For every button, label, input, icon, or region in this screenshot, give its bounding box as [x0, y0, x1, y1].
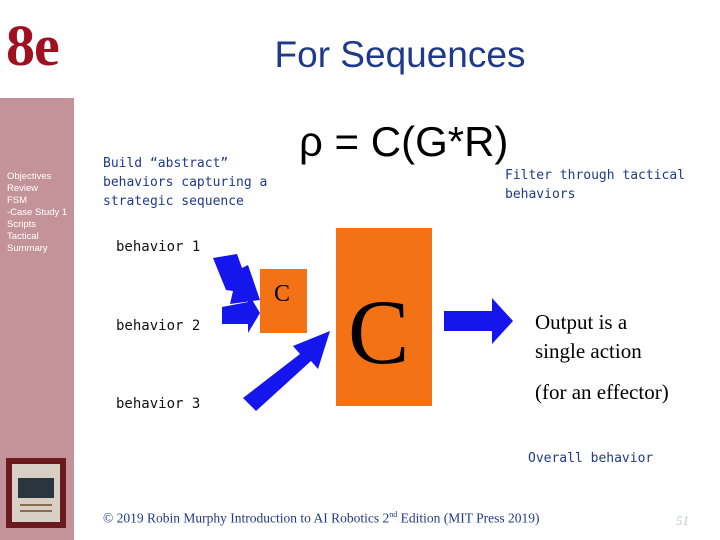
- sidebar-outline: Objectives Review FSM -Case Study 1 Scri…: [7, 171, 67, 255]
- behavior-3-label: behavior 3: [116, 396, 201, 412]
- effector-note: (for an effector): [535, 380, 669, 404]
- page-number: 51: [676, 513, 689, 528]
- slide-title: For Sequences: [274, 34, 526, 75]
- outline-item-scripts[interactable]: Scripts: [7, 219, 37, 230]
- arrow-behavior-1: [213, 254, 260, 304]
- outline-item-objectives[interactable]: Objectives: [7, 171, 52, 182]
- strategic-note: Build “abstract” behaviors capturing a s…: [103, 156, 268, 209]
- outline-item-review[interactable]: Review: [7, 183, 39, 194]
- overall-behavior-label: Overall behavior: [528, 451, 654, 466]
- edition-logo: 8e: [6, 13, 60, 78]
- coordinator-small-label: C: [274, 281, 291, 307]
- coordinator-big-label: C: [348, 281, 410, 383]
- book-cover-thumbnail: [6, 458, 66, 528]
- arrow-behavior-3: [243, 331, 330, 411]
- behavior-1-label: behavior 1: [116, 239, 201, 255]
- formula: ρ = C(G*R): [299, 118, 509, 165]
- arrow-behavior-2: [222, 293, 260, 333]
- arrow-output: [444, 298, 513, 344]
- coordinator-small-box: C: [260, 269, 307, 333]
- output-description: Output is a single action: [535, 310, 642, 363]
- logo-area: 8e: [0, 0, 74, 98]
- outline-item-case-study[interactable]: -Case Study 1: [7, 207, 68, 218]
- behavior-2-label: behavior 2: [116, 318, 201, 334]
- tactical-note: Filter through tactical behaviors: [505, 168, 686, 202]
- coordinator-big-box: C: [336, 228, 432, 406]
- outline-item-fsm[interactable]: FSM: [7, 195, 28, 206]
- outline-item-summary[interactable]: Summary: [7, 243, 48, 254]
- copyright-footer: © 2019 Robin Murphy Introduction to AI R…: [103, 510, 540, 526]
- outline-item-tactical[interactable]: Tactical: [7, 231, 39, 242]
